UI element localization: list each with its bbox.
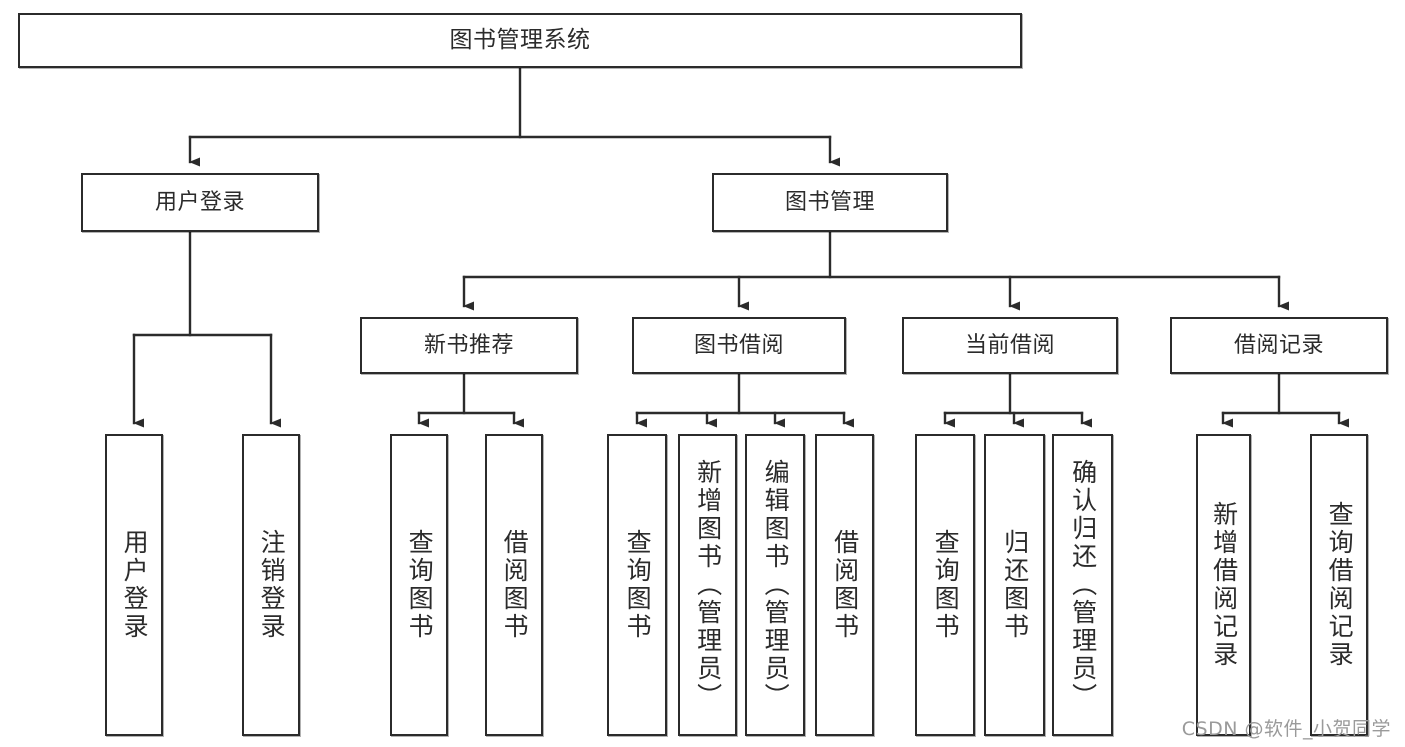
node-n-new-book-rec[interactable]: 新书推荐	[360, 317, 578, 374]
node-label: 借阅记录	[1233, 332, 1324, 358]
node-root[interactable]: 图书管理系统	[18, 13, 1022, 68]
node-n-book-borrow[interactable]: 图书借阅	[632, 317, 846, 374]
node-label: 查询图书	[623, 529, 653, 641]
node-label: 图书管理系统	[449, 26, 591, 53]
leaf-leaf-add-record[interactable]: 新增借阅记录	[1196, 434, 1251, 736]
leaf-leaf-borrow-book-bor[interactable]: 借阅图书	[815, 434, 874, 736]
node-label: 图书管理	[784, 189, 875, 215]
node-label: 查询图书	[931, 529, 961, 641]
node-label: 新增图书（管理员）	[693, 459, 723, 711]
leaf-leaf-query-book-cur[interactable]: 查询图书	[915, 434, 975, 736]
node-n-borrow-record[interactable]: 借阅记录	[1170, 317, 1388, 374]
node-label: 图书借阅	[693, 332, 784, 358]
watermark-text: CSDN @软件_小贺同学	[1181, 718, 1391, 740]
node-label: 用户登录	[154, 189, 245, 215]
leaf-leaf-add-book[interactable]: 新增图书（管理员）	[678, 434, 737, 736]
node-label: 当前借阅	[964, 332, 1055, 358]
node-label: 借阅图书	[500, 529, 530, 641]
node-label: 查询借阅记录	[1325, 501, 1355, 669]
leaf-leaf-confirm-return[interactable]: 确认归还（管理员）	[1052, 434, 1113, 736]
leaf-leaf-return-book[interactable]: 归还图书	[984, 434, 1045, 736]
node-label: 用户登录	[120, 529, 150, 641]
node-label: 归还图书	[1000, 529, 1030, 641]
leaf-leaf-user-login[interactable]: 用户登录	[105, 434, 163, 736]
node-n-current-borrow[interactable]: 当前借阅	[902, 317, 1118, 374]
leaf-leaf-query-book-rec[interactable]: 查询图书	[390, 434, 448, 736]
leaf-leaf-query-book-bor[interactable]: 查询图书	[607, 434, 667, 736]
node-label: 新增借阅记录	[1209, 501, 1239, 669]
leaf-leaf-edit-book[interactable]: 编辑图书（管理员）	[745, 434, 805, 736]
node-n-user-login[interactable]: 用户登录	[81, 173, 319, 232]
node-label: 编辑图书（管理员）	[761, 459, 791, 711]
leaf-leaf-logout[interactable]: 注销登录	[242, 434, 300, 736]
leaf-leaf-borrow-book-rec[interactable]: 借阅图书	[485, 434, 543, 736]
node-label: 新书推荐	[423, 332, 514, 358]
node-label: 查询图书	[405, 529, 435, 641]
node-label: 注销登录	[257, 529, 287, 641]
node-n-book-mgmt[interactable]: 图书管理	[712, 173, 948, 232]
node-label: 确认归还（管理员）	[1068, 459, 1098, 711]
leaf-leaf-query-record[interactable]: 查询借阅记录	[1310, 434, 1368, 736]
node-label: 借阅图书	[830, 529, 860, 641]
